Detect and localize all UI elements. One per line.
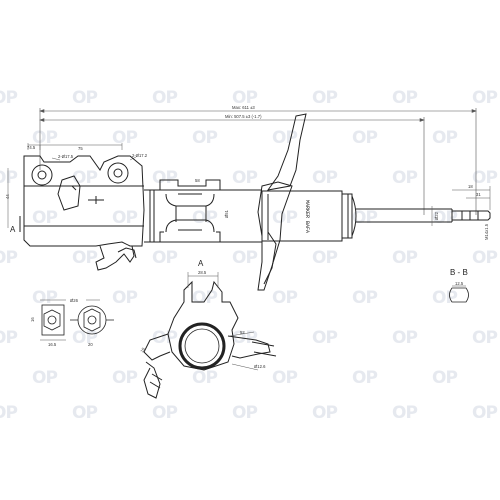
watermark-text: OP — [472, 168, 497, 188]
watermark-text: OP — [72, 168, 97, 188]
watermark-text: OP — [352, 128, 377, 148]
watermark-text: OP — [32, 208, 57, 228]
dim-rod-diameter: Ø22 — [434, 211, 439, 220]
watermark-text: OP — [352, 368, 377, 388]
dim-58: 58 — [195, 178, 200, 183]
watermark-text: OP — [152, 168, 177, 188]
watermark-text: OP — [392, 403, 417, 423]
watermark-text: OP — [32, 368, 57, 388]
watermark-text: OP — [112, 368, 137, 388]
watermark-text: OP — [472, 403, 497, 423]
watermark-text: OP — [72, 328, 97, 348]
dim-44: 44 — [5, 194, 10, 199]
dim-52: 52 — [240, 330, 245, 335]
overall-length-dimension — [39, 108, 477, 215]
piston-rod — [356, 208, 491, 223]
watermark-text: OP — [72, 248, 97, 268]
watermark-text: OP — [312, 168, 337, 188]
watermark-text: OP — [152, 403, 177, 423]
watermark-text: OP — [232, 248, 257, 268]
watermark-text: OP — [472, 328, 497, 348]
watermark-text: OP — [272, 288, 297, 308]
watermark-text: OP — [352, 288, 377, 308]
watermark-text: OP — [72, 403, 97, 423]
section-a-dimensions — [187, 272, 259, 371]
watermark-text: OP — [232, 168, 257, 188]
watermark-text: OP — [0, 168, 17, 188]
watermark-text: OP — [432, 128, 457, 148]
watermark-text: OP — [392, 328, 417, 348]
watermark-text: OP — [312, 248, 337, 268]
watermark-text: OP — [192, 128, 217, 148]
watermark-text: OP — [152, 248, 177, 268]
rod-dimensions — [431, 186, 491, 226]
watermark-text: OP — [112, 208, 137, 228]
dim-hole-right: 2-Ø17.2 — [132, 153, 148, 158]
watermark-text: OP — [432, 288, 457, 308]
dim-bolt: Ø12.6 — [254, 364, 266, 369]
watermark-text: OP — [312, 328, 337, 348]
watermark-text: OP — [0, 328, 17, 348]
watermark-text: OP — [112, 288, 137, 308]
dim-28-5: 28.5 — [198, 270, 207, 275]
watermark-text: OP — [472, 88, 497, 108]
dim-body-diameter: Ø51 — [224, 209, 229, 218]
upper-tube — [261, 190, 357, 242]
watermark-text: OP — [192, 288, 217, 308]
section-a-detail — [143, 280, 277, 399]
watermark-text: OP — [72, 88, 97, 108]
min-length-label: Min: 507.5 ±3 (-1.7) — [225, 114, 262, 119]
watermark-text: OP — [0, 88, 17, 108]
watermark-text: OP — [272, 208, 297, 228]
section-a-marker: A — [10, 225, 16, 234]
watermark-text: OP — [272, 128, 297, 148]
max-length-label: Max: 611 ±3 — [232, 105, 255, 110]
dim-75: 75 — [78, 146, 83, 151]
dim-31: 31 — [476, 192, 481, 197]
watermark-text: OP — [312, 88, 337, 108]
watermark-text: OP — [0, 403, 17, 423]
dim-20: 20 — [88, 342, 93, 347]
spring-seat — [257, 113, 307, 291]
clamp-detail — [40, 299, 114, 341]
section-bb-label: B - B — [450, 268, 468, 277]
watermark-text: OP — [392, 168, 417, 188]
dim-10: 10 — [139, 346, 146, 353]
watermark-text: OP — [32, 288, 57, 308]
watermark-text: OP — [272, 368, 297, 388]
damper-body — [144, 179, 262, 243]
watermark-text: OP — [112, 128, 137, 148]
bracket-dimensions — [7, 143, 137, 228]
watermark-text: OP — [32, 128, 57, 148]
part-marking-text: MARKER BAFA — [304, 200, 310, 233]
dim-74-5: 74.5 — [27, 145, 36, 150]
dim-16-5: 16.5 — [48, 342, 57, 347]
dim-hole-left: 2-Ø17.5 — [58, 154, 74, 159]
dim-18: 18 — [468, 184, 473, 189]
watermark-text: OP — [152, 88, 177, 108]
watermark-text: OP — [352, 208, 377, 228]
section-bb — [449, 285, 469, 303]
watermark-text: OP — [192, 368, 217, 388]
watermark-text: OP — [152, 328, 177, 348]
watermark-text: OP — [472, 248, 497, 268]
dim-clamp-hole: Ø26 — [70, 298, 79, 303]
watermark-text: OP — [432, 368, 457, 388]
section-a-detail-label: A — [198, 259, 204, 268]
watermark-text: OP — [192, 208, 217, 228]
dim-thread: M14x1.5 — [484, 223, 489, 240]
dim-bb-width: 12.5 — [455, 281, 464, 286]
watermark-text: OP — [232, 88, 257, 108]
watermark-text: OP — [392, 248, 417, 268]
dim-nut-size: 16 — [30, 317, 35, 322]
watermark-text: OP — [232, 403, 257, 423]
watermark-layer: OP OP OP OP OP OP OP OP OP OP OP OP OP O… — [0, 88, 498, 423]
watermark-text: OP — [312, 403, 337, 423]
watermark-text: OP — [392, 88, 417, 108]
knuckle-bracket — [19, 155, 145, 271]
watermark-text: OP — [0, 248, 17, 268]
